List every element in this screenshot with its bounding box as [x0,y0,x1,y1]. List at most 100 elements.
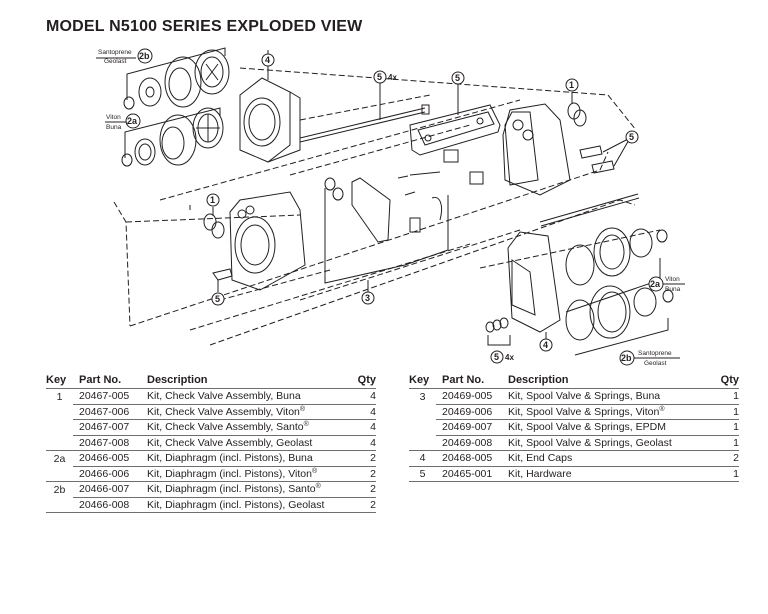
callout-4-top: 4 [261,53,275,67]
svg-text:5: 5 [377,72,382,82]
svg-text:Viton: Viton [665,276,680,283]
assembly-guide-lines [113,67,661,346]
header-part-no: Part No. [436,373,508,389]
key-cell [46,497,73,513]
end-cap-top [239,50,301,163]
qty-cell: 1 [709,466,739,482]
qty-cell: 2 [346,497,376,513]
callout-5-clamp: 5 [451,71,465,85]
registered-mark: ® [659,405,665,413]
tie-rod [299,82,430,143]
callout-labels: Santoprene Geolast 2b Viton Buna 2a 4 5 … [96,48,685,367]
center-body-left [229,191,306,291]
qty-cell: 4 [346,404,376,420]
clip-left [212,268,233,292]
svg-text:Geolast: Geolast [644,360,667,367]
svg-text:5: 5 [629,132,634,142]
qty-cell: 1 [709,404,739,420]
svg-text:4x: 4x [388,73,397,82]
registered-mark: ® [311,467,318,475]
qty-cell: 1 [709,435,739,451]
exploded-view-diagram: Santoprene Geolast 2b Viton Buna 2a 4 5 … [96,47,685,367]
part-no-cell: 20469-007 [436,419,508,436]
svg-text:4x: 4x [505,353,514,362]
spool-valve-group [324,171,449,292]
description-cell: Kit, Hardware [508,466,709,482]
header-description: Description [508,373,709,389]
svg-text:4: 4 [543,340,548,350]
header-key: Key [46,373,73,389]
part-no-cell: 20469-008 [436,435,508,451]
tie-rod-lower [539,193,640,227]
qty-cell: 2 [346,466,376,482]
svg-text:2b: 2b [139,51,150,61]
header-part-no: Part No. [73,373,147,389]
part-no-cell: 20466-008 [73,497,147,513]
diaphragm-stack-2b [123,47,230,110]
nuts [485,317,511,346]
svg-text:1: 1 [569,80,574,90]
description-cell: Kit, End Caps [508,450,709,467]
description-cell: Kit, Spool Valve & Springs, Buna [508,388,709,405]
qty-cell: 2 [709,450,739,467]
header-qty: Qty [346,373,376,389]
key-cell [46,420,73,436]
callout-5-clip-left: 5 [211,292,225,306]
qty-cell: 1 [709,419,739,436]
description-cell: Kit, Spool Valve & Springs, EPDM [508,419,709,436]
table-header-row: Key Part No. Description Qty [409,373,739,389]
part-no-cell: 20465-001 [436,466,508,482]
part-no-cell: 20466-006 [73,466,147,482]
registered-mark: ® [315,483,321,491]
center-body-right [502,103,571,196]
callout-1-top-right: 1 [565,78,579,92]
svg-text:2a: 2a [127,116,138,126]
callout-5-clips-right: 5 [625,130,639,144]
key-cell [409,435,436,451]
key-cell: 5 [409,466,436,482]
svg-text:Buna: Buna [106,124,122,131]
key-cell [46,435,73,451]
diaphragm-stack-right-2b [565,285,674,356]
description-cell: Kit, Diaphragm (incl. Pistons), Santo® [147,481,346,498]
description-cell: Kit, Diaphragm (incl. Pistons), Geolast [147,497,346,513]
header-description: Description [147,373,346,389]
callout-2b-top-left: Santoprene Geolast 2b [96,48,153,65]
callout-3-center: 3 [361,291,375,305]
check-valve-left [203,207,225,239]
qty-cell: 1 [709,388,739,405]
description-cell: Kit, Check Valve Assembly, Viton® [147,404,346,420]
key-cell [409,420,436,436]
callout-1-left: 1 [206,193,220,207]
qty-cell: 4 [346,419,376,436]
part-no-cell: 20466-007 [73,481,147,498]
clamp-bracket [409,84,501,185]
part-no-cell: 20467-007 [73,419,147,436]
key-cell [46,466,73,482]
key-cell [409,404,436,420]
part-no-cell: 20468-005 [436,450,508,467]
description-cell: Kit, Check Valve Assembly, Buna [147,388,346,405]
header-key: Key [409,373,436,389]
key-cell: 3 [419,390,426,403]
svg-text:Buna: Buna [665,286,681,293]
callout-4-bottom: 4 [539,338,553,352]
svg-text:2a: 2a [650,279,661,289]
key-cell: 4 [409,450,436,467]
header-qty: Qty [709,373,739,389]
description-cell: Kit, Diaphragm (incl. Pistons), Buna [147,450,346,467]
part-no-cell: 20467-005 [73,388,147,405]
key-cell: 2a [53,452,66,465]
registered-mark: ® [303,421,309,429]
